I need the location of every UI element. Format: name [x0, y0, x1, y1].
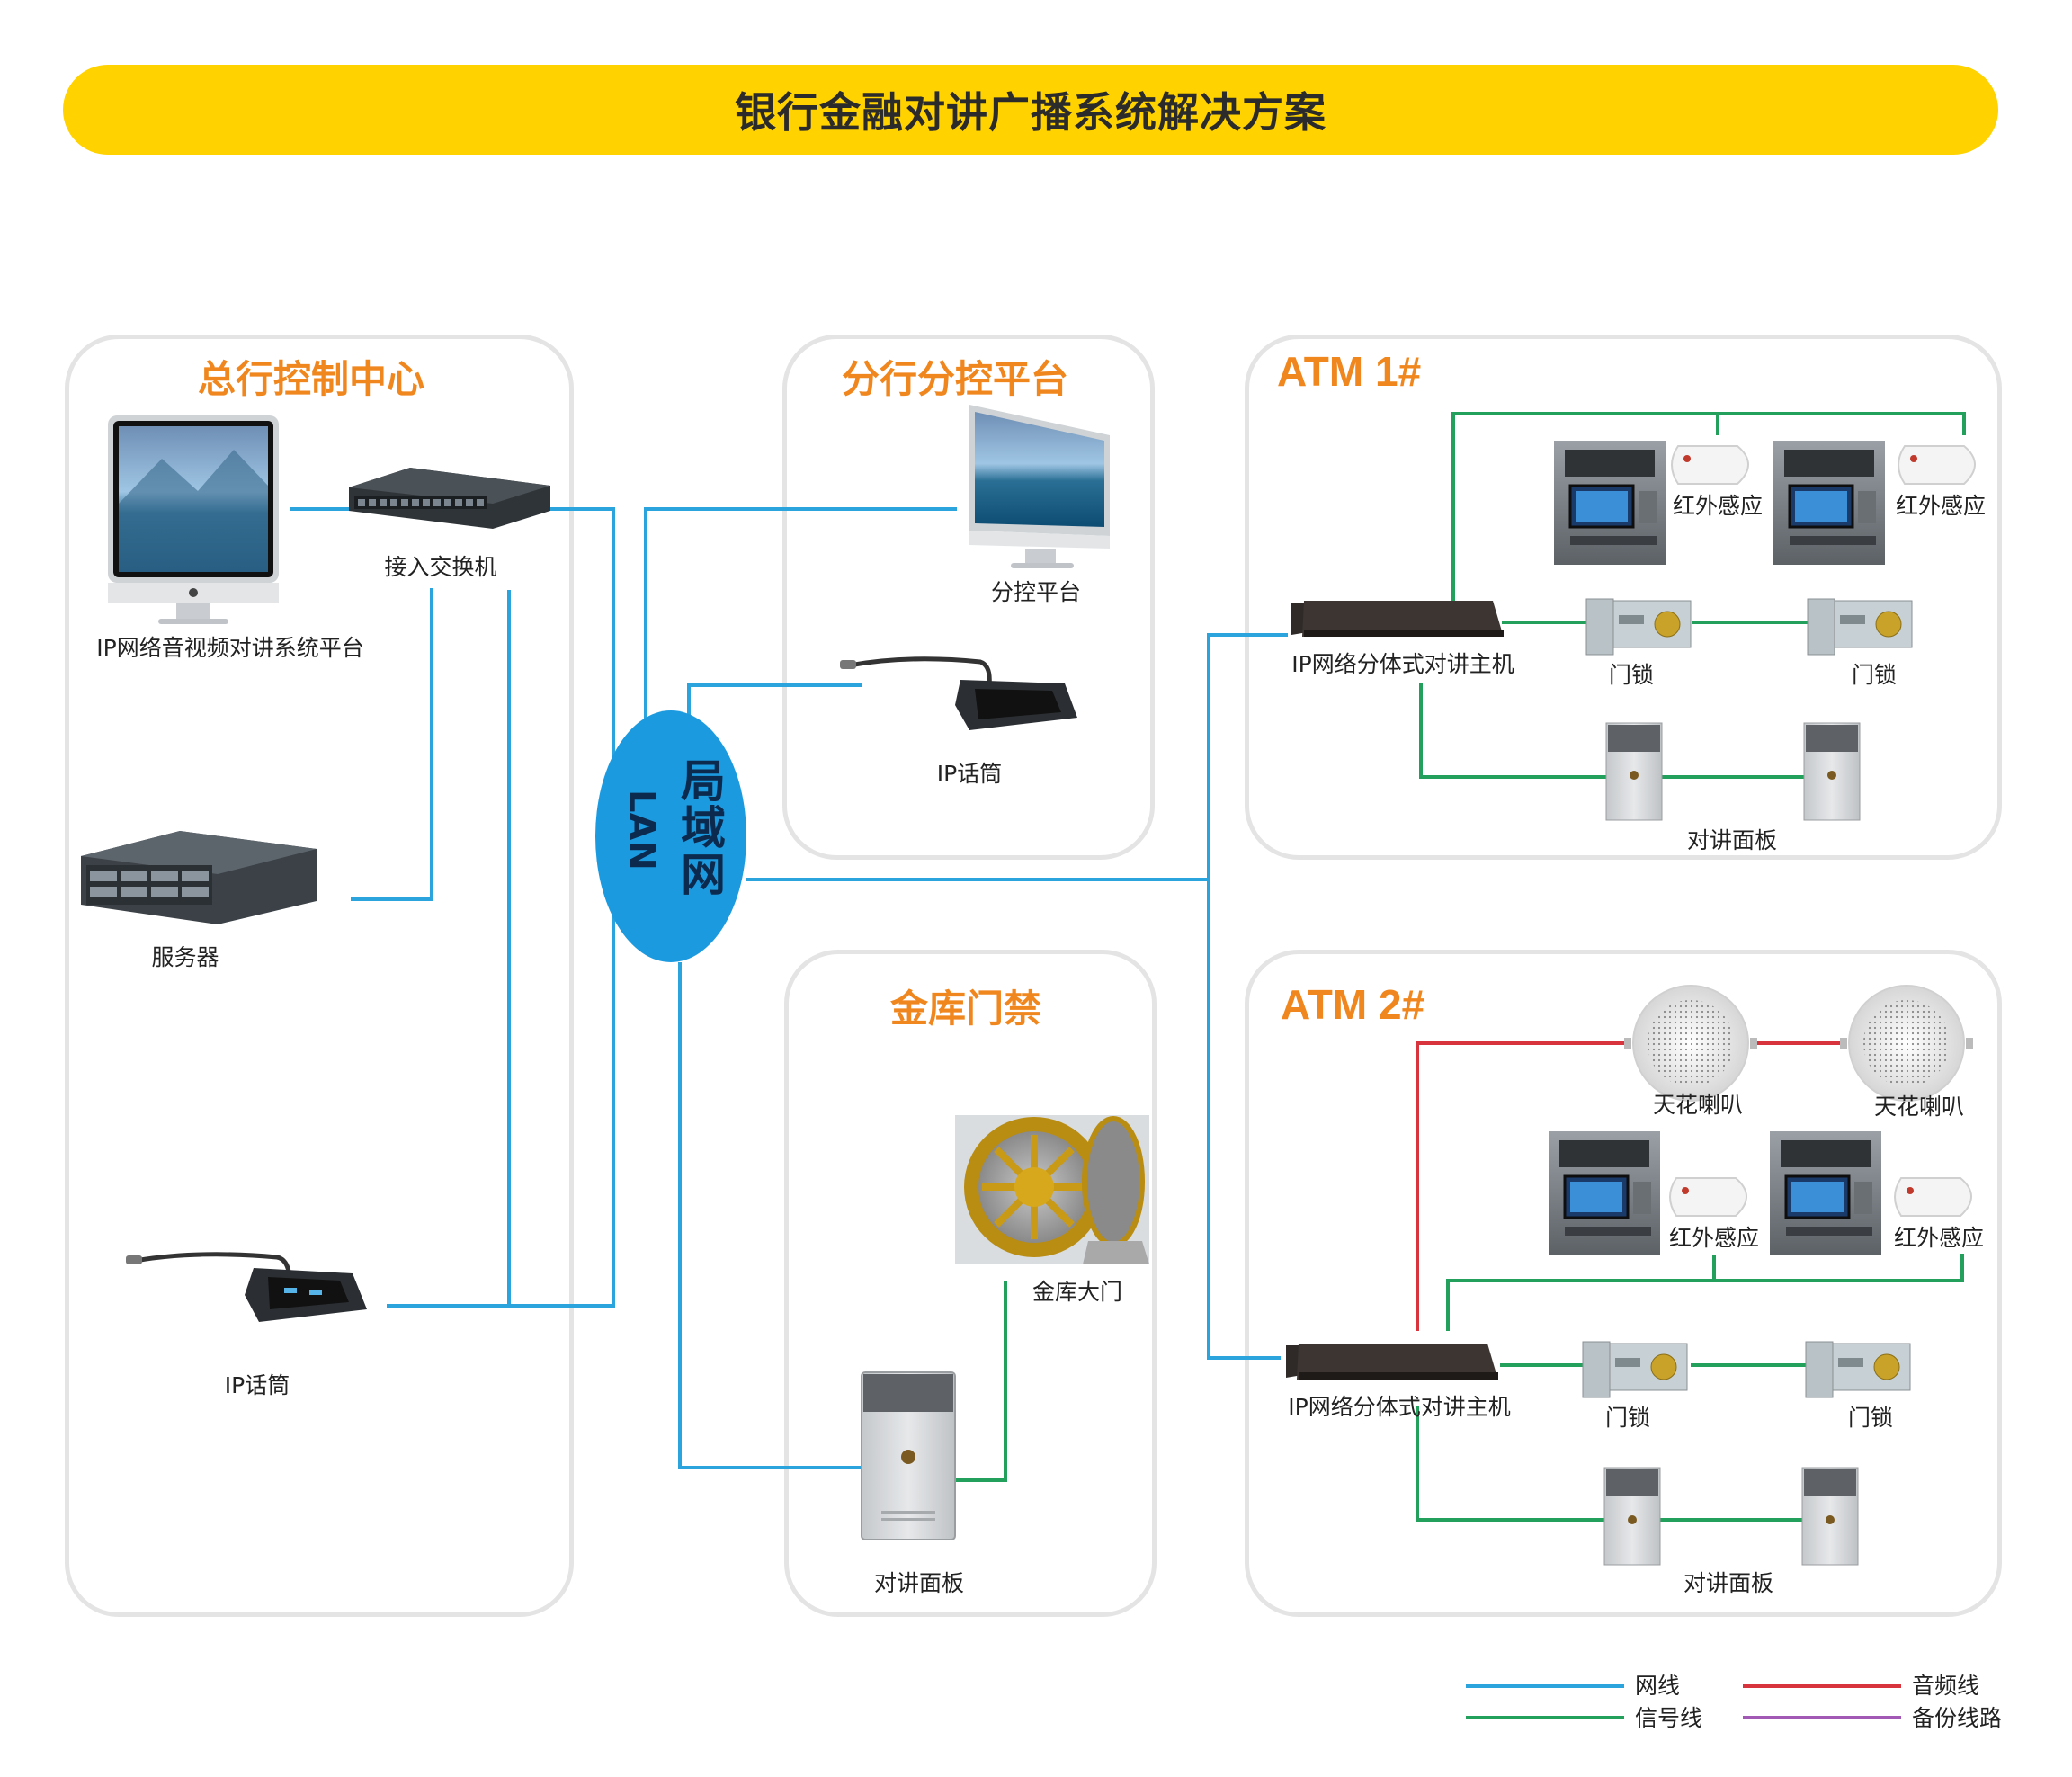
- signal-line-atm2-panels: [1416, 1406, 1806, 1522]
- atm2-ir1-label: 红外感应: [1668, 1225, 1760, 1251]
- atm1-lock1-label: 门锁: [1608, 662, 1655, 688]
- legend-backup-label: 备份线路: [1912, 1705, 2003, 1731]
- network-line-switch-lan: [387, 507, 615, 1308]
- atm2-infrared-sensor-1-icon: [1669, 1177, 1747, 1217]
- network-line-lan-vault: [678, 962, 862, 1469]
- atm1-intercom-panel-2-icon: [1803, 722, 1861, 821]
- atm2-panel-label: 对讲面板: [1683, 1570, 1774, 1596]
- atm2-ir2-label: 红外感应: [1893, 1225, 1985, 1251]
- atm2-intercom-panel-1-icon: [1603, 1467, 1661, 1566]
- atm2-intercom-host-icon: [1286, 1344, 1498, 1380]
- legend-signal-label: 信号线: [1635, 1705, 1703, 1731]
- hq-platform-label: IP网络音视频对讲系统平台: [96, 635, 364, 661]
- atm2-ceiling-speaker-1-icon: [1624, 985, 1757, 1102]
- vault-intercom-panel-icon: [861, 1371, 956, 1540]
- atm1-atm-machine-1-icon: [1554, 441, 1666, 565]
- hq-server-label: 服务器: [151, 944, 219, 970]
- atm1-infrared-sensor-2-icon: [1898, 445, 1976, 485]
- hq-imac-icon: [108, 415, 279, 624]
- atm2-door-lock-2-icon: [1805, 1341, 1911, 1398]
- legend-audio-label: 音频线: [1912, 1673, 1980, 1699]
- network-line-lan-branch-mic: [687, 683, 862, 716]
- atm1-infrared-sensor-1-icon: [1671, 445, 1749, 485]
- signal-line-atm2-top: [1446, 1254, 1964, 1331]
- hq-title: 总行控制中心: [198, 357, 425, 401]
- atm2-intercom-panel-2-icon: [1801, 1467, 1859, 1566]
- atm2-infrared-sensor-2-icon: [1894, 1177, 1972, 1217]
- page-title: 银行金融对讲广播系统解决方案: [63, 65, 1998, 155]
- audio-line-atm2: [1416, 1041, 1624, 1331]
- atm2-host-label: IP网络分体式对讲主机: [1288, 1394, 1511, 1420]
- atm2-title: ATM 2#: [1281, 981, 1425, 1028]
- atm2-atm-machine-2-icon: [1770, 1131, 1881, 1255]
- network-line-server: [351, 588, 433, 901]
- lan-label-cn: 局域网: [674, 757, 726, 897]
- hq-ip-mic-icon: [126, 1252, 367, 1322]
- atm2-door-lock-1-icon: [1582, 1341, 1688, 1398]
- branch-imac-icon: [969, 405, 1110, 568]
- panel-branch: [782, 335, 1155, 860]
- atm1-door-lock-1-icon: [1585, 598, 1692, 656]
- network-line-lan-branch-platform: [644, 507, 957, 719]
- network-line-lan-atm2: [1207, 880, 1281, 1360]
- atm1-ir1-label: 红外感应: [1672, 493, 1764, 519]
- branch-ip-mic-icon: [840, 656, 1077, 730]
- atm2-ceiling-speaker-2-icon: [1840, 985, 1973, 1102]
- vault-title: 金库门禁: [890, 987, 1042, 1031]
- atm1-panel-label: 对讲面板: [1686, 827, 1778, 853]
- atm1-title: ATM 1#: [1277, 348, 1422, 395]
- signal-line-atm1-panels: [1419, 683, 1804, 779]
- branch-title: 分行分控平台: [842, 357, 1069, 401]
- lan-label-en: LAN: [621, 790, 662, 871]
- panel-vault: [784, 950, 1157, 1617]
- branch-platform-label: 分控平台: [990, 579, 1082, 605]
- vault-panel-label: 对讲面板: [873, 1570, 965, 1596]
- lan-cloud: [595, 710, 746, 962]
- vault-door-icon: [955, 1115, 1149, 1264]
- hq-switch-label: 接入交换机: [384, 554, 497, 580]
- hq-mic-label: IP话筒: [224, 1372, 290, 1398]
- atm2-speaker1-label: 天花喇叭: [1652, 1092, 1744, 1118]
- signal-line-vault: [955, 1281, 1007, 1482]
- atm2-lock2-label: 门锁: [1847, 1405, 1894, 1431]
- branch-mic-label: IP话筒: [936, 761, 1003, 787]
- atm2-lock1-label: 门锁: [1604, 1405, 1651, 1431]
- atm1-intercom-panel-1-icon: [1605, 722, 1663, 821]
- signal-line-atm1-top: [1451, 412, 1966, 603]
- atm1-intercom-host-icon: [1291, 601, 1504, 637]
- vault-door-label: 金库大门: [1032, 1279, 1123, 1305]
- atm1-lock2-label: 门锁: [1851, 662, 1898, 688]
- atm2-atm-machine-1-icon: [1549, 1131, 1660, 1255]
- hq-server-icon: [81, 831, 317, 924]
- network-line-lan-atm: [746, 633, 1288, 881]
- atm1-atm-machine-2-icon: [1773, 441, 1885, 565]
- legend-network-label: 网线: [1635, 1673, 1681, 1699]
- atm2-speaker2-label: 天花喇叭: [1873, 1094, 1965, 1120]
- atm1-door-lock-2-icon: [1807, 598, 1913, 656]
- atm1-host-label: IP网络分体式对讲主机: [1291, 651, 1514, 677]
- hq-switch-icon: [349, 468, 550, 529]
- atm1-ir2-label: 红外感应: [1895, 493, 1987, 519]
